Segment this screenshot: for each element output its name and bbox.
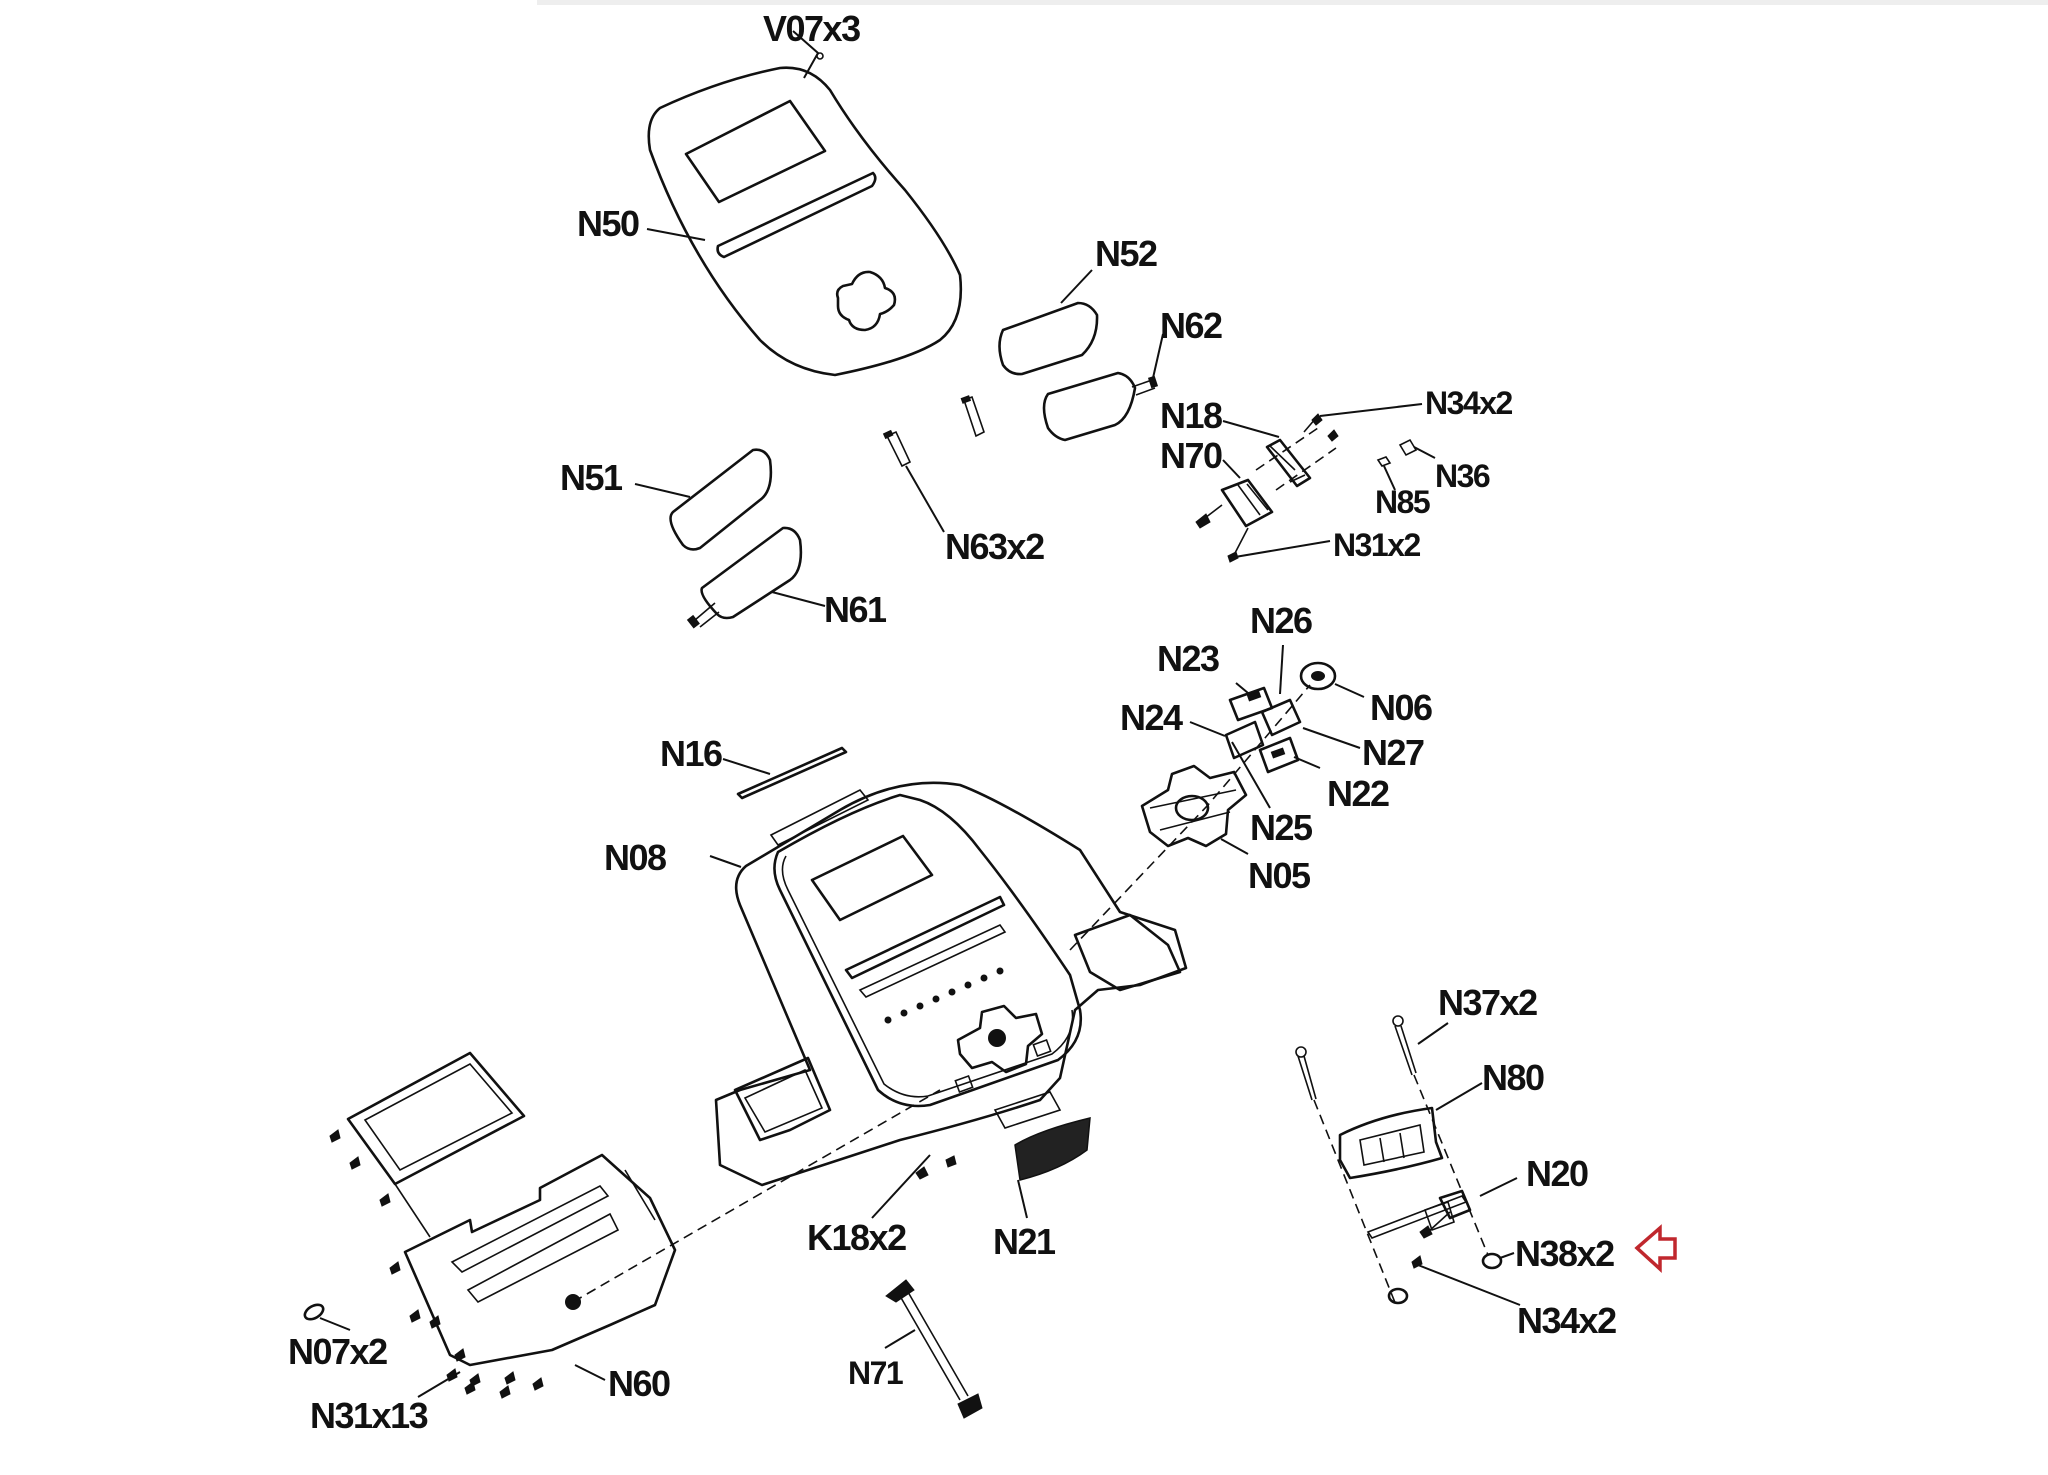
label-n08: N08: [604, 837, 666, 878]
part-n60-pcb[interactable]: [403, 1089, 941, 1367]
label-n22: N22: [1327, 773, 1389, 814]
part-n20-bracket[interactable]: [1366, 1189, 1472, 1239]
part-n16-strip[interactable]: [736, 746, 848, 800]
label-n25: N25: [1250, 807, 1313, 848]
label-n38x2: N38x2: [1515, 1233, 1614, 1274]
label-n26: N26: [1250, 600, 1312, 641]
label-v07x3: V07x3: [763, 8, 860, 49]
console-button-dots: [884, 967, 1004, 1024]
label-n05: N05: [1248, 855, 1311, 896]
part-n05-knob[interactable]: [1140, 764, 1248, 848]
label-n37x2: N37x2: [1438, 982, 1537, 1023]
label-n23: N23: [1157, 638, 1219, 679]
part-n06-washer[interactable]: [1299, 661, 1337, 691]
part-n18-bracket[interactable]: [1265, 438, 1312, 488]
part-n62-pad[interactable]: [1042, 371, 1159, 442]
label-n24: N24: [1120, 697, 1183, 738]
part-n52-pad[interactable]: [998, 301, 1099, 376]
part-n08-console-housing[interactable]: [714, 781, 1188, 1187]
part-display-frame[interactable]: [346, 1051, 526, 1238]
part-n80-block[interactable]: [1338, 1106, 1444, 1180]
label-n16: N16: [660, 733, 722, 774]
label-n34x2-bottom: N34x2: [1517, 1300, 1616, 1341]
part-n37-bolts[interactable]: [1295, 1015, 1489, 1306]
label-n70: N70: [1160, 435, 1222, 476]
label-n20: N20: [1526, 1153, 1588, 1194]
part-n71-rod[interactable]: [885, 1279, 983, 1419]
part-n34-screws-top[interactable]: [1303, 413, 1339, 442]
part-n51-pad[interactable]: [669, 448, 773, 551]
label-n62: N62: [1160, 305, 1222, 346]
label-n80: N80: [1482, 1057, 1544, 1098]
label-n51: N51: [560, 457, 623, 498]
highlight-arrow-icon: [1634, 1224, 1677, 1273]
part-n61-pad[interactable]: [686, 526, 803, 629]
label-n52: N52: [1095, 233, 1157, 274]
label-n36: N36: [1435, 458, 1490, 494]
part-n63-connectors[interactable]: [882, 395, 985, 468]
label-n07x2: N07x2: [288, 1331, 387, 1372]
label-k18x2: K18x2: [807, 1217, 906, 1258]
part-knob-internals[interactable]: [1224, 686, 1302, 774]
part-n21-grille[interactable]: [1014, 1117, 1091, 1181]
label-n63x2: N63x2: [945, 526, 1044, 567]
label-n18: N18: [1160, 395, 1222, 436]
label-n27: N27: [1362, 732, 1424, 773]
part-k18-screws[interactable]: [915, 1155, 957, 1180]
top-edge-bar: [537, 0, 2048, 5]
label-n31x13: N31x13: [310, 1395, 428, 1436]
part-n31-screws[interactable]: [1195, 504, 1249, 563]
part-n85[interactable]: [1376, 456, 1392, 467]
label-n85: N85: [1375, 484, 1430, 520]
part-n34-screws-bottom[interactable]: [1411, 1211, 1451, 1269]
label-n71: N71: [848, 1355, 903, 1391]
part-n50-overlay[interactable]: [647, 66, 963, 377]
label-n21: N21: [993, 1221, 1056, 1262]
part-n36[interactable]: [1398, 438, 1418, 457]
label-n06: N06: [1370, 687, 1432, 728]
label-n50: N50: [577, 203, 639, 244]
part-n70-bracket[interactable]: [1220, 427, 1337, 528]
label-n61: N61: [824, 589, 887, 630]
label-n31x2: N31x2: [1333, 527, 1421, 563]
part-n07-knob[interactable]: [302, 1302, 325, 1322]
label-n60: N60: [608, 1363, 670, 1404]
part-n38-washers[interactable]: [1387, 1252, 1503, 1305]
label-n34x2-top: N34x2: [1425, 385, 1513, 421]
